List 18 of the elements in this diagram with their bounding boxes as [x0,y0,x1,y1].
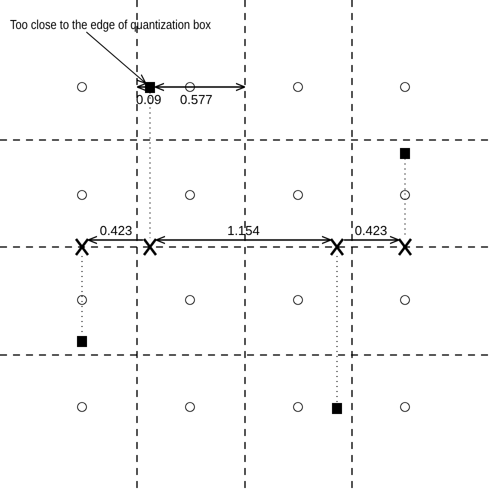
callout-text: Too close to the edge of quantization box [10,18,211,32]
edge-label: 0.423 [354,224,388,238]
distance-arrow [344,236,400,244]
edge-label: 0.423 [100,224,132,238]
cross-marker [330,238,344,256]
cross-marker [75,238,89,256]
distance-arrow [88,236,143,244]
leader-line [86,32,146,84]
square-marker [145,82,155,92]
dimension-label: 0.577 [180,93,213,107]
distance-arrow [156,236,332,244]
cross-marker [398,238,412,256]
square-marker [400,148,410,158]
dimension-label: 0.09 [136,93,162,107]
cross-marker [143,238,157,256]
square-marker [77,336,87,346]
square-marker [332,402,342,414]
edge-label: 1.154 [227,224,260,238]
